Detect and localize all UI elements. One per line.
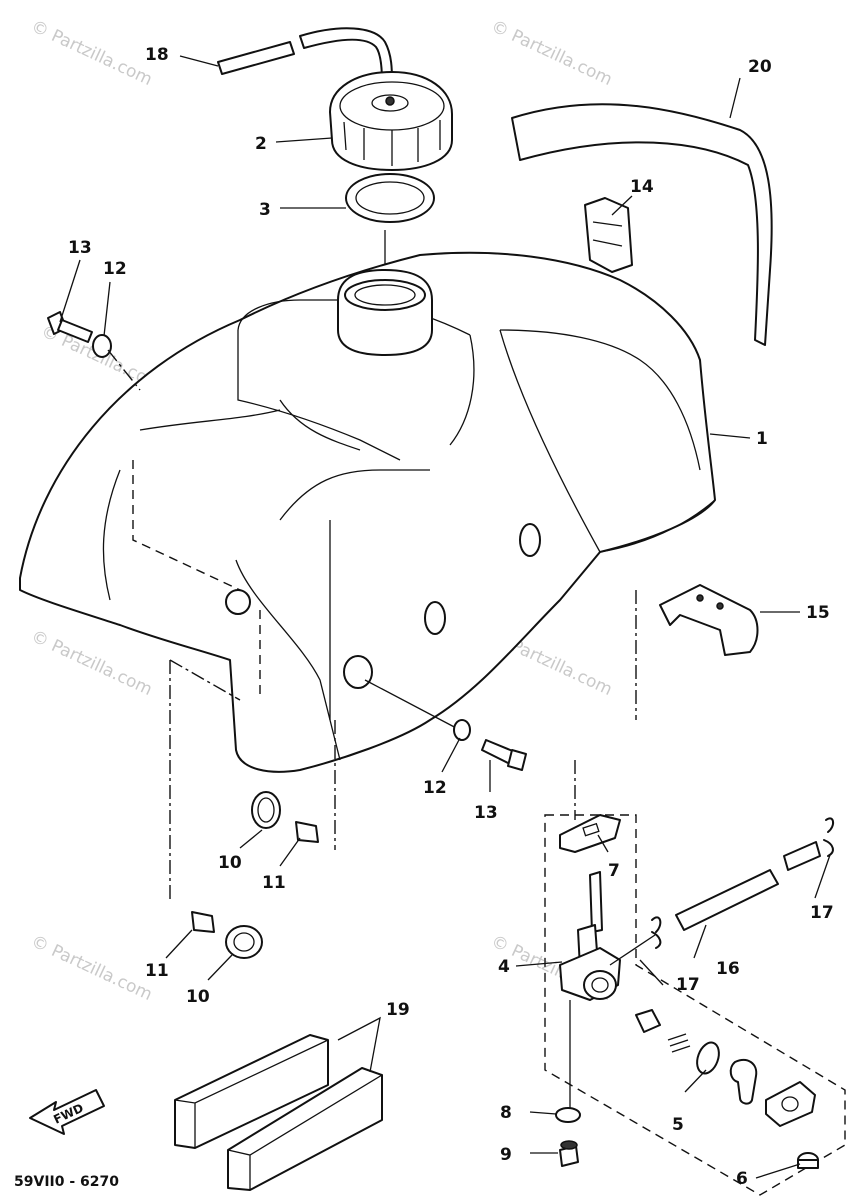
diagram-code: 59VII0 - 6270 xyxy=(14,1174,119,1190)
callout-7: 7 xyxy=(608,861,620,881)
callout-17b: 17 xyxy=(810,903,834,923)
plate-screw[interactable] xyxy=(797,1152,819,1169)
bolt-lower[interactable] xyxy=(481,739,527,771)
callout-5: 5 xyxy=(672,1115,684,1135)
drain-bolt[interactable] xyxy=(559,1140,579,1167)
spring[interactable] xyxy=(667,1033,691,1053)
fwd-arrow-icon: FWD xyxy=(29,1089,105,1135)
guide-line xyxy=(169,659,241,701)
callout-2: 2 xyxy=(255,134,267,154)
damper-lower[interactable] xyxy=(225,925,263,959)
fuel-cap[interactable] xyxy=(329,71,453,171)
callout-11a: 11 xyxy=(262,873,286,893)
fuel-cock-kit-box xyxy=(544,814,846,1196)
foam-pad-1[interactable] xyxy=(174,1034,329,1149)
strap-clip[interactable] xyxy=(584,197,633,273)
drain-washer[interactable] xyxy=(555,1107,581,1123)
callout-3: 3 xyxy=(259,200,271,220)
cap-gasket[interactable] xyxy=(345,173,435,223)
callout-19: 19 xyxy=(386,1000,410,1020)
filter-cup[interactable] xyxy=(635,1009,661,1033)
watermark-text: © Partzilla.com xyxy=(28,931,155,1005)
callout-16: 16 xyxy=(716,959,740,979)
callout-4: 4 xyxy=(498,957,510,977)
callout-12a: 12 xyxy=(103,259,127,279)
washer-upper[interactable] xyxy=(92,334,112,358)
fuel-hose[interactable] xyxy=(675,841,821,931)
callout-9: 9 xyxy=(500,1145,512,1165)
callout-11b: 11 xyxy=(145,961,169,981)
watermark-text: © Partzilla.com xyxy=(488,16,615,90)
callout-10b: 10 xyxy=(186,987,210,1007)
guide-line xyxy=(132,460,241,591)
cock-gasket[interactable] xyxy=(559,814,621,853)
o-ring[interactable] xyxy=(693,1040,723,1077)
callout-18: 18 xyxy=(145,45,169,65)
callout-17a: 17 xyxy=(676,975,700,995)
fuel-cock[interactable] xyxy=(559,871,621,1001)
callout-1: 1 xyxy=(756,429,768,449)
collar-lower[interactable] xyxy=(191,911,215,933)
callout-10a: 10 xyxy=(218,853,242,873)
callout-8: 8 xyxy=(500,1103,512,1123)
breather-hose[interactable] xyxy=(217,27,393,83)
cock-lever[interactable] xyxy=(729,1058,758,1105)
callout-13a: 13 xyxy=(68,238,92,258)
callout-15: 15 xyxy=(806,603,830,623)
tank-bracket[interactable] xyxy=(659,584,759,656)
callout-12b: 12 xyxy=(423,778,447,798)
damper-upper[interactable] xyxy=(251,791,281,829)
guide-line xyxy=(609,934,656,966)
guide-line xyxy=(364,679,461,731)
foam-pad-2[interactable] xyxy=(227,1067,383,1191)
leader-lines xyxy=(59,55,831,1179)
watermark-text: © Partzilla.com xyxy=(28,626,155,700)
guide-line xyxy=(107,349,141,391)
callout-14: 14 xyxy=(630,177,654,197)
filler-neck xyxy=(337,269,433,356)
collar-upper[interactable] xyxy=(295,821,319,843)
washer-lower[interactable] xyxy=(453,719,471,741)
fuel-tank[interactable] xyxy=(19,251,716,773)
hose-clip[interactable] xyxy=(651,817,834,949)
lever-plate[interactable] xyxy=(765,1081,816,1127)
callout-labels: 18 2 3 20 14 13 12 1 15 12 13 10 11 11 1… xyxy=(68,45,834,1189)
tank-strap[interactable] xyxy=(511,103,773,346)
watermark-text: © Partzilla.com xyxy=(28,16,155,90)
callout-6: 6 xyxy=(736,1169,748,1189)
callout-13b: 13 xyxy=(474,803,498,823)
callout-20: 20 xyxy=(748,57,772,77)
